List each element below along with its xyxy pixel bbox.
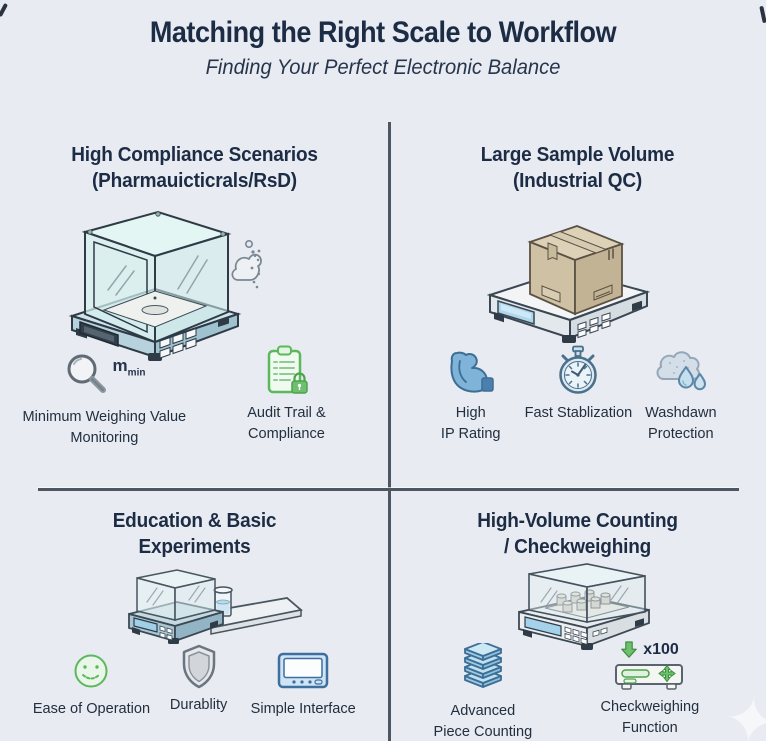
page-subtitle: Finding Your Perfect Electronic Balance <box>205 56 561 79</box>
corner-artifact-top-left <box>0 2 9 18</box>
simple-display-icon <box>277 652 329 689</box>
quadrant-title: High Compliance Scenarios (Pharmauicticr… <box>10 142 380 194</box>
platform-scale-with-box-illustration <box>486 225 651 343</box>
analytical-balance-illustration <box>68 210 262 361</box>
quadrant-large-sample-volume: Large Sample Volume (Industrial QC) <box>389 122 766 488</box>
counting-scale-illustration <box>518 563 650 650</box>
weighing-pan <box>141 305 169 315</box>
shield-icon <box>182 644 216 689</box>
quadrant-education: Education & Basic Experiments <box>0 490 389 741</box>
counting-display <box>524 616 562 637</box>
vertical-divider <box>388 122 391 741</box>
quadrant-title-line2: (Industrial QC) <box>512 170 643 192</box>
beaker <box>213 586 233 617</box>
feature-label: Washdawn Protection <box>645 404 717 442</box>
small-parts <box>556 589 611 613</box>
quadrant-high-compliance: High Compliance Scenarios (Pharmauicticr… <box>0 122 389 488</box>
stacked-pieces-icon <box>464 643 502 688</box>
quadrant-counting-checkweighing: High-Volume Counting / Checkweighing <box>389 490 766 741</box>
stopwatch-icon <box>559 345 597 394</box>
balance-display <box>133 617 158 633</box>
feature-label: High IP Rating <box>441 404 501 442</box>
quadrant-title-line2: (Pharmauicticrals/RsD) <box>92 170 297 192</box>
four-way-arrow-icon <box>658 664 676 683</box>
feature-min-weighing: mmin Minimum Weighing Value Monitoring <box>4 348 204 448</box>
compact-balance-illustration <box>128 569 303 644</box>
smiley-icon <box>74 654 108 688</box>
feature-durability: Durablity <box>149 644 249 715</box>
dust-doodle <box>231 239 262 289</box>
magnifier-icon <box>67 354 106 393</box>
muscle-arm-icon <box>450 351 494 393</box>
mmin-annotation: mmin <box>112 356 146 379</box>
x100-annotation: x100 <box>643 641 679 658</box>
feature-fast-stabilization: Fast Stablization <box>517 344 639 423</box>
quadrant-title-line2: Experiments <box>138 536 251 558</box>
feature-label: Advanced Piece Counting <box>433 702 533 740</box>
feature-label: Audit Trail & Compliance <box>246 404 326 442</box>
feature-label: Fast Stablization <box>524 404 632 421</box>
down-arrow-icon <box>621 641 638 658</box>
quadrant-title: Education & Basic Experiments <box>10 508 380 560</box>
quadrant-title-line2: / Checkweighing <box>503 536 652 558</box>
quadrant-title: High-Volume Counting / Checkweighing <box>398 508 756 560</box>
feature-label: Checkweighing Function <box>600 698 700 736</box>
feature-label: Ease of Operation <box>32 700 150 717</box>
feature-label: Durablity <box>170 696 228 713</box>
sparkle-artifact: ✦ <box>719 681 766 741</box>
feature-audit-trail: Audit Trail & Compliance <box>212 344 360 444</box>
corner-artifact-top-right <box>759 5 766 24</box>
feature-simple-interface: Simple Interface <box>243 648 363 719</box>
quadrant-title-line1: High-Volume Counting <box>477 510 678 532</box>
feature-ip-rating: High IP Rating <box>419 344 523 444</box>
horizontal-divider <box>38 488 739 491</box>
water-drop-small <box>693 373 706 391</box>
quadrant-title-line1: Education & Basic <box>112 510 277 532</box>
audit-clipboard-lock-icon <box>267 345 308 394</box>
feature-piece-counting: Advanced Piece Counting <box>413 642 553 741</box>
feature-checkweighing: x100 Checkweighing Function <box>580 636 720 738</box>
quadrant-title: Large Sample Volume (Industrial QC) <box>398 142 756 194</box>
page-title: Matching the Right Scale to Workflow <box>149 16 617 49</box>
quadrant-title-line1: Large Sample Volume <box>480 144 675 166</box>
feature-washdown: Washdawn Protection <box>627 344 735 444</box>
feature-label: Minimum Weighing Value Monitoring <box>22 408 186 446</box>
checkweigher-icon <box>615 664 683 690</box>
feature-label: Simple Interface <box>250 700 356 717</box>
cloud-washdown-icon <box>656 351 706 391</box>
quadrant-title-line1: High Compliance Scenarios <box>71 144 318 166</box>
feature-ease-of-operation: Ease of Operation <box>10 648 172 719</box>
